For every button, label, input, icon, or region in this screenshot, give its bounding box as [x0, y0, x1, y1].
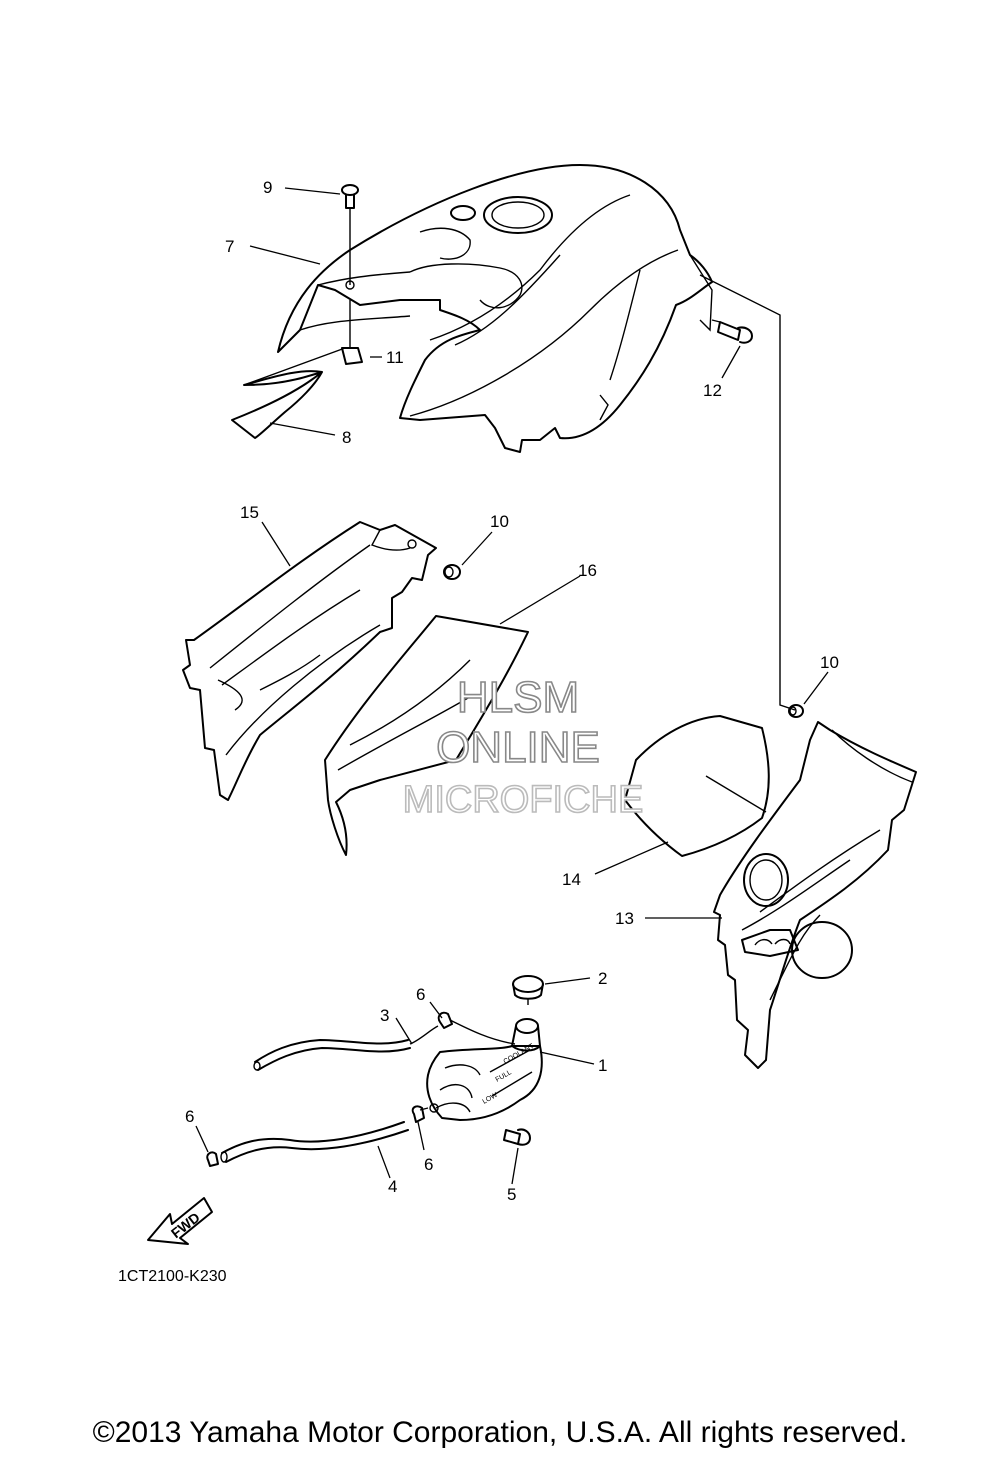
decal-part — [231, 347, 346, 439]
callout-labels: 1 2 3 4 5 6 6 6 7 8 9 10 10 11 12 13 14 … — [185, 178, 839, 1204]
callout-11: 11 — [386, 348, 404, 367]
hose-clip-middle — [411, 1105, 425, 1123]
assembly-line — [699, 274, 796, 711]
callout-3: 3 — [380, 1006, 389, 1025]
tank-cap-part — [512, 975, 544, 1005]
svg-text:FULL: FULL — [495, 1069, 513, 1084]
tank-cover-part — [277, 164, 713, 453]
grommet-upper-part — [443, 564, 461, 580]
side-panel-right-part — [713, 721, 917, 1069]
callout-2: 2 — [598, 969, 607, 988]
callout-10-lower: 10 — [820, 653, 839, 672]
reservoir-bolt-part — [503, 1128, 531, 1146]
copyright-notice: ©2013 Yamaha Motor Corporation, U.S.A. A… — [93, 1416, 908, 1449]
callout-7: 7 — [225, 237, 234, 256]
callout-6-middle: 6 — [424, 1155, 433, 1174]
callout-5: 5 — [507, 1185, 516, 1204]
bolt-part — [711, 319, 753, 344]
callout-10-upper: 10 — [490, 512, 509, 531]
screw-part — [341, 184, 359, 290]
callout-8: 8 — [342, 428, 351, 447]
callout-15: 15 — [240, 503, 259, 522]
callout-4: 4 — [388, 1177, 397, 1196]
decal-panel-left-part — [324, 615, 529, 856]
callout-12: 12 — [703, 381, 722, 400]
callout-13: 13 — [615, 909, 634, 928]
forward-arrow-icon: FWD — [147, 1197, 213, 1245]
forward-arrow-label: FWD — [168, 1209, 203, 1241]
callout-16: 16 — [578, 561, 597, 580]
upper-hose-part — [253, 1019, 516, 1071]
watermark-line-1: HLSM — [457, 673, 579, 722]
watermark-line-3: MICROFICHE — [403, 779, 644, 821]
callout-1: 1 — [598, 1056, 607, 1075]
watermark: HLSM ONLINE MICROFICHE — [402, 672, 644, 822]
watermark-line-2: ONLINE — [436, 723, 600, 772]
callout-14: 14 — [562, 870, 581, 889]
hose-clip-upper — [437, 1011, 453, 1029]
callout-6-upper: 6 — [416, 985, 425, 1004]
decal-panel-right-part — [624, 715, 770, 857]
grommet-lower-part — [788, 704, 804, 718]
lower-hose-part — [220, 1121, 409, 1163]
leader-lines — [195, 187, 829, 1185]
callout-9: 9 — [263, 178, 272, 197]
diagram-part-code: 1CT2100-K230 — [118, 1268, 227, 1285]
nut-part — [341, 300, 363, 365]
side-panel-left-part — [182, 521, 437, 801]
callout-6-lower: 6 — [185, 1107, 194, 1126]
hose-clip-lower — [206, 1151, 219, 1167]
